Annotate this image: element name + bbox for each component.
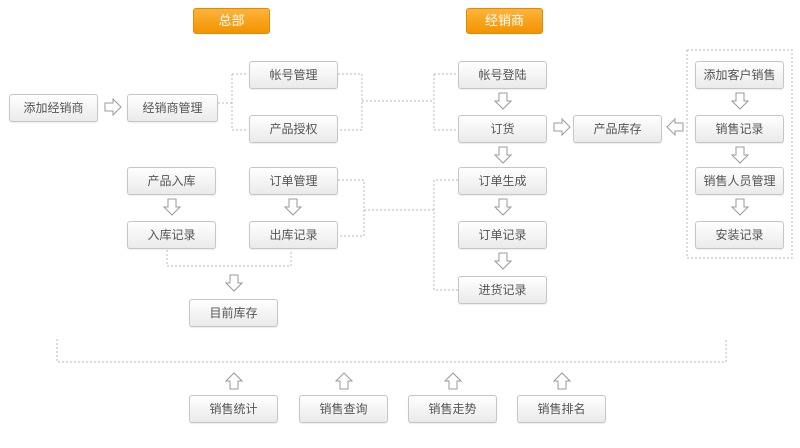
order-create-node[interactable]: 订单生成 bbox=[458, 167, 547, 195]
add-dealer-node[interactable]: 添加经销商 bbox=[9, 94, 98, 122]
arrow-left-icon bbox=[666, 118, 684, 136]
product-stock-node[interactable]: 产品库存 bbox=[573, 115, 662, 143]
arrow-down-icon bbox=[494, 252, 512, 270]
arrow-down-icon bbox=[731, 92, 749, 110]
arrow-down-icon bbox=[284, 198, 302, 216]
dealer-management-node[interactable]: 经销商管理 bbox=[127, 94, 218, 122]
order-node[interactable]: 订货 bbox=[458, 115, 547, 143]
arrow-down-icon bbox=[494, 198, 512, 216]
order-record-node[interactable]: 订单记录 bbox=[458, 221, 547, 249]
install-record-node[interactable]: 安装记录 bbox=[695, 221, 784, 249]
outbound-record-node[interactable]: 出库记录 bbox=[249, 221, 338, 249]
hq-header: 总部 bbox=[193, 8, 270, 34]
arrow-down-icon bbox=[225, 274, 243, 292]
arrow-right-icon bbox=[553, 118, 571, 136]
current-stock-node[interactable]: 目前库存 bbox=[189, 299, 278, 327]
purchase-record-node[interactable]: 进货记录 bbox=[458, 276, 547, 304]
account-management-node[interactable]: 帐号管理 bbox=[249, 61, 338, 89]
add-customer-sale-node[interactable]: 添加客户销售 bbox=[695, 61, 784, 89]
product-inbound-node[interactable]: 产品入库 bbox=[127, 167, 216, 195]
arrow-down-icon bbox=[494, 146, 512, 164]
arrow-up-icon bbox=[553, 372, 571, 390]
arrow-up-icon bbox=[444, 372, 462, 390]
arrow-up-icon bbox=[335, 372, 353, 390]
order-management-node[interactable]: 订单管理 bbox=[249, 167, 338, 195]
dealer-header: 经销商 bbox=[466, 8, 543, 34]
arrow-down-icon bbox=[731, 146, 749, 164]
arrow-down-icon bbox=[731, 198, 749, 216]
sales-stats-node[interactable]: 销售统计 bbox=[189, 395, 278, 423]
sales-staff-management-node[interactable]: 销售人员管理 bbox=[695, 167, 784, 195]
product-authorization-node[interactable]: 产品授权 bbox=[249, 115, 338, 143]
sales-query-node[interactable]: 销售查询 bbox=[299, 395, 388, 423]
sales-trend-node[interactable]: 销售走势 bbox=[408, 395, 497, 423]
inbound-record-node[interactable]: 入库记录 bbox=[127, 221, 216, 249]
arrow-up-icon bbox=[225, 372, 243, 390]
arrow-right-icon bbox=[104, 98, 122, 116]
sales-rank-node[interactable]: 销售排名 bbox=[517, 395, 606, 423]
arrow-down-icon bbox=[163, 198, 181, 216]
sales-record-node[interactable]: 销售记录 bbox=[695, 115, 784, 143]
account-login-node[interactable]: 帐号登陆 bbox=[458, 61, 547, 89]
arrow-down-icon bbox=[494, 92, 512, 110]
